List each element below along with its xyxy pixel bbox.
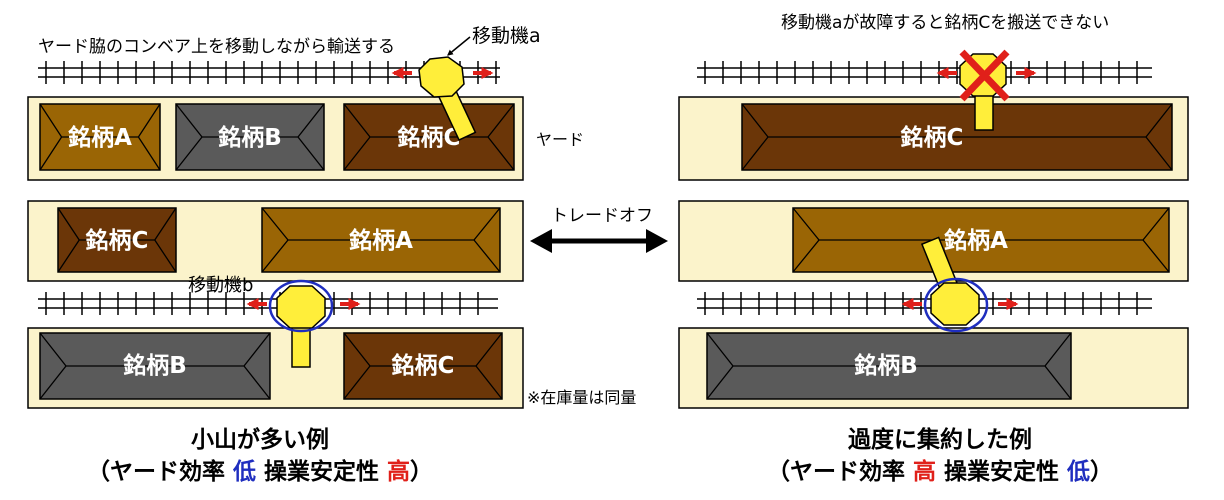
tradeoff-arrow (530, 229, 668, 253)
efficiency-value: 低 (233, 459, 256, 485)
pile-b-large-label: 銘柄B (854, 352, 918, 379)
machine-b-label: 移動機b (188, 275, 253, 296)
highlight-circle (268, 279, 334, 333)
caption-close: ） (410, 459, 434, 485)
left-caption-detail: （ヤード効率 低 操業安定性 高） (0, 452, 520, 486)
pile-a-large (792, 207, 1170, 273)
pile-a-large-label: 銘柄A (944, 227, 1008, 254)
pile-b (175, 103, 325, 171)
machine-a-pointer (447, 36, 471, 56)
stock-note: ※在庫量は同量 (527, 388, 636, 407)
stability-value: 低 (1067, 459, 1091, 485)
pile-c (57, 207, 177, 273)
caption-mid: 操業安定性 (936, 459, 1068, 485)
left-caption-title: 小山が多い例 (191, 427, 329, 453)
failure-x-icon (959, 49, 1010, 102)
caption-close: ） (1090, 459, 1114, 485)
efficiency-value: 高 (913, 459, 936, 485)
pile-c-large-label: 銘柄C (901, 124, 964, 151)
tradeoff-label: トレードオフ (551, 206, 653, 226)
pile-c (343, 332, 503, 400)
machine-a-label: 移動機a (472, 25, 541, 47)
yard-label: ヤード (536, 130, 584, 149)
pile-c-large (741, 103, 1173, 171)
conveyor-rail (697, 61, 1152, 84)
machine-b-reaching (920, 236, 989, 333)
pile-b (39, 332, 271, 400)
stability-value: 高 (387, 459, 411, 485)
right-caption-title: 過度に集約した例 (848, 427, 1032, 453)
caption-open: （ヤード効率 (766, 459, 913, 485)
failure-note: 移動機aが故障すると銘柄Cを搬送できない (781, 13, 1109, 33)
conveyor-move-label: ヤード脇のコンベア上を移動しながら輸送する (38, 37, 395, 57)
right-caption-detail: （ヤード効率 高 操業安定性 低） (680, 452, 1200, 486)
conveyor-rail (38, 292, 498, 315)
machine-a (418, 56, 477, 141)
pile-a-label: 銘柄A (349, 227, 413, 254)
pile-b-label: 銘柄B (218, 124, 282, 151)
pile-a-label: 銘柄A (68, 124, 132, 151)
pile-b-large (706, 332, 1072, 400)
pile-c-label: 銘柄C (398, 124, 461, 151)
machine-b (268, 279, 334, 368)
highlight-circle (923, 277, 989, 333)
pile-a (261, 207, 501, 273)
pile-c-label: 銘柄C (392, 352, 455, 379)
pile-c (343, 103, 515, 171)
pile-c-label: 銘柄C (86, 227, 149, 254)
pile-b-label: 銘柄B (123, 352, 187, 379)
pile-a (39, 103, 161, 171)
caption-mid: 操業安定性 (256, 459, 388, 485)
caption-open: （ヤード効率 (86, 459, 233, 485)
